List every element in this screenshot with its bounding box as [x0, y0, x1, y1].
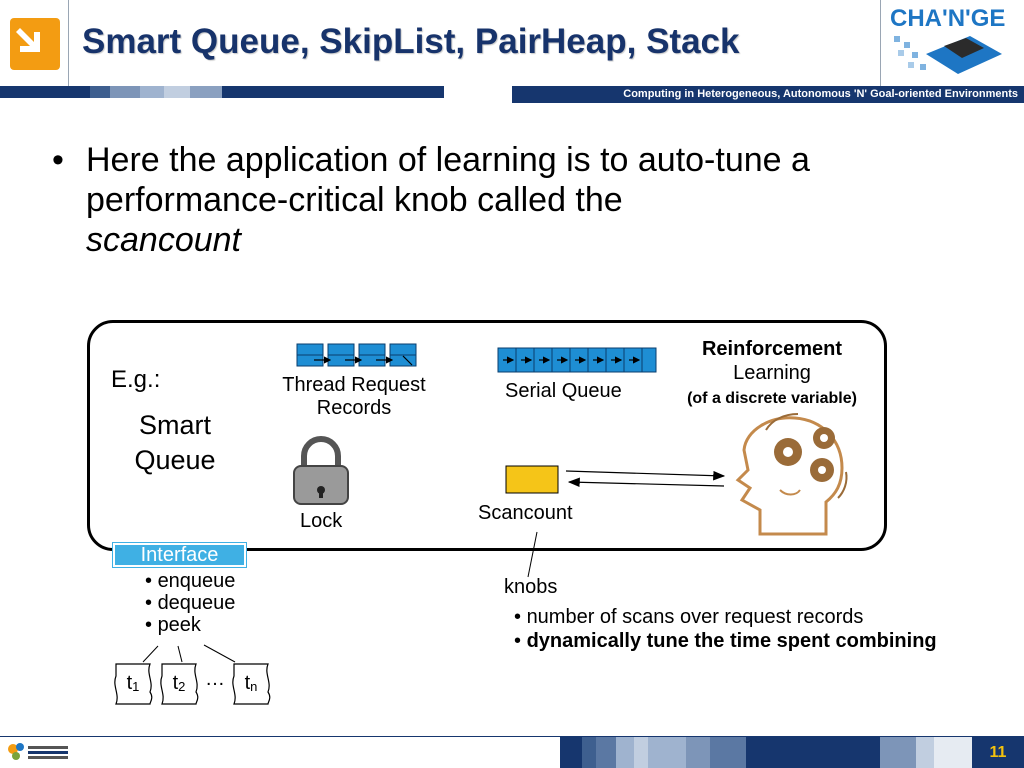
smart-queue-line2: Queue	[134, 445, 216, 475]
header-divider-right	[880, 0, 881, 86]
chip-icon	[894, 36, 1002, 74]
thread1-leader	[142, 645, 159, 663]
header-divider-left	[68, 0, 69, 86]
op-item: • dequeue	[145, 592, 236, 614]
knob-point: • number of scans over request records	[514, 606, 864, 628]
serial-queue-label: Serial Queue	[505, 380, 622, 402]
knobs-label: knobs	[504, 576, 558, 598]
footer-stripe	[560, 737, 1024, 768]
slide-header: Smart Queue, SkipList, PairHeap, Stack C…	[0, 0, 1024, 86]
interface-ops-list: • enqueue • dequeue • peek	[145, 570, 235, 636]
threadn-leader	[203, 644, 236, 663]
scancount-label: Scancount	[478, 502, 573, 524]
bullet-emphasis: scancount	[86, 221, 241, 259]
thread-n: tn	[244, 672, 258, 694]
trr-line2: Records	[316, 397, 392, 419]
download-arrow-icon	[10, 18, 60, 70]
rl-title: Reinforcement	[701, 338, 843, 360]
bullet-body: Here the application of learning is to a…	[86, 141, 810, 219]
page-number: 11	[972, 737, 1024, 768]
interface-badge: Interface	[112, 542, 247, 568]
change-logo-text: CHA'N'GE	[890, 5, 1005, 32]
rl-line2: Learning	[733, 362, 811, 384]
rl-line3: (of a discrete variable)	[687, 390, 857, 407]
op-item: • enqueue	[145, 570, 236, 592]
trr-line1: Thread Request	[282, 374, 426, 396]
knob-points-list: • number of scans over request records •…	[514, 605, 937, 653]
thread-request-records-label: Thread Request Records	[268, 374, 440, 420]
tagline: Computing in Heterogeneous, Autonomous '…	[512, 86, 1024, 103]
reinforcement-learning-label: Reinforcement Learning (of a discrete va…	[672, 337, 872, 411]
thread-ellipsis: …	[205, 668, 225, 690]
smart-queue-line1: Smart	[138, 410, 211, 440]
header-stripe	[0, 86, 1024, 98]
smart-queue-label: Smart Queue	[120, 408, 230, 478]
bullet-dot: •	[52, 141, 64, 179]
op-item: • peek	[145, 614, 201, 636]
bullet-text: Here the application of learning is to a…	[86, 140, 986, 260]
thread2-leader	[177, 645, 183, 663]
lock-label: Lock	[300, 510, 343, 532]
slide-title: Smart Queue, SkipList, PairHeap, Stack	[82, 22, 740, 61]
change-logo: CHA'N'GE	[890, 5, 1005, 74]
thread-2: t2	[172, 672, 186, 694]
footer-rule	[0, 736, 1024, 737]
knob-point: • dynamically tune the time spent combin…	[514, 630, 937, 652]
footer-logo	[8, 743, 68, 760]
thread-1: t1	[126, 672, 140, 694]
eg-label: E.g.:	[111, 366, 161, 393]
